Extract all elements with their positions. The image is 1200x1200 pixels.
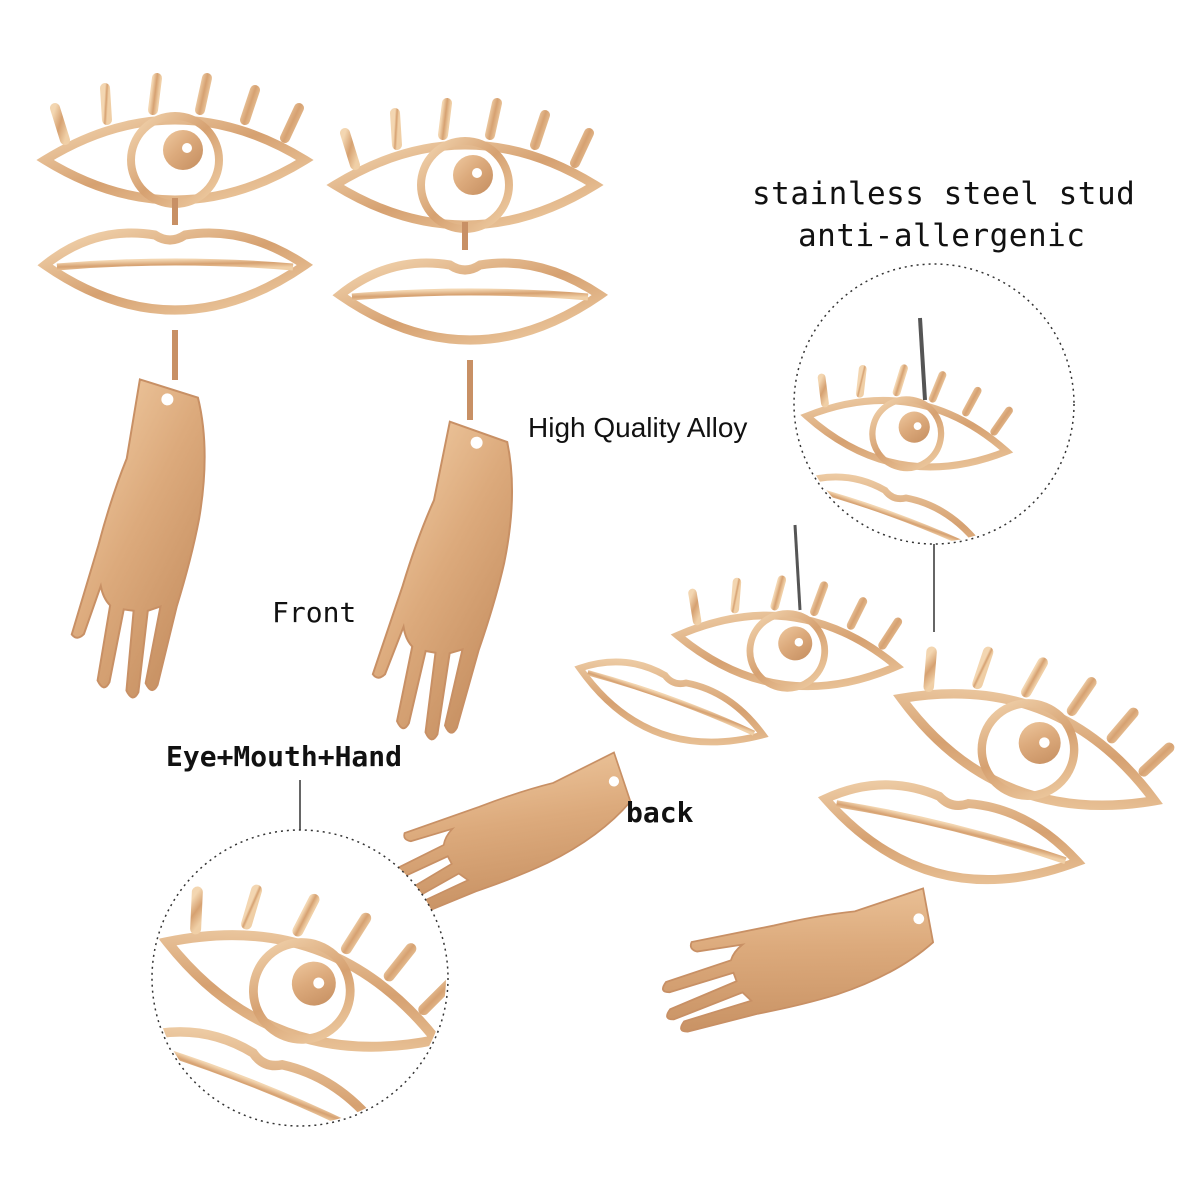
front-earring-left <box>45 78 305 705</box>
back-earring <box>363 524 906 939</box>
stainless-steel-stud-label: stainless steel stud <box>752 176 1136 212</box>
combo-detail-circle <box>151 780 449 1127</box>
high-quality-alloy-label: High Quality Alloy <box>528 412 748 443</box>
front-label: Front <box>272 596 357 629</box>
front-earring-right <box>335 103 600 748</box>
large-earring <box>645 619 1187 1053</box>
back-label: back <box>626 796 694 829</box>
stud-detail-circle <box>793 263 1075 632</box>
anti-allergenic-label: anti-allergenic <box>798 218 1086 254</box>
eye-mouth-hand-label: Eye+Mouth+Hand <box>166 740 403 773</box>
